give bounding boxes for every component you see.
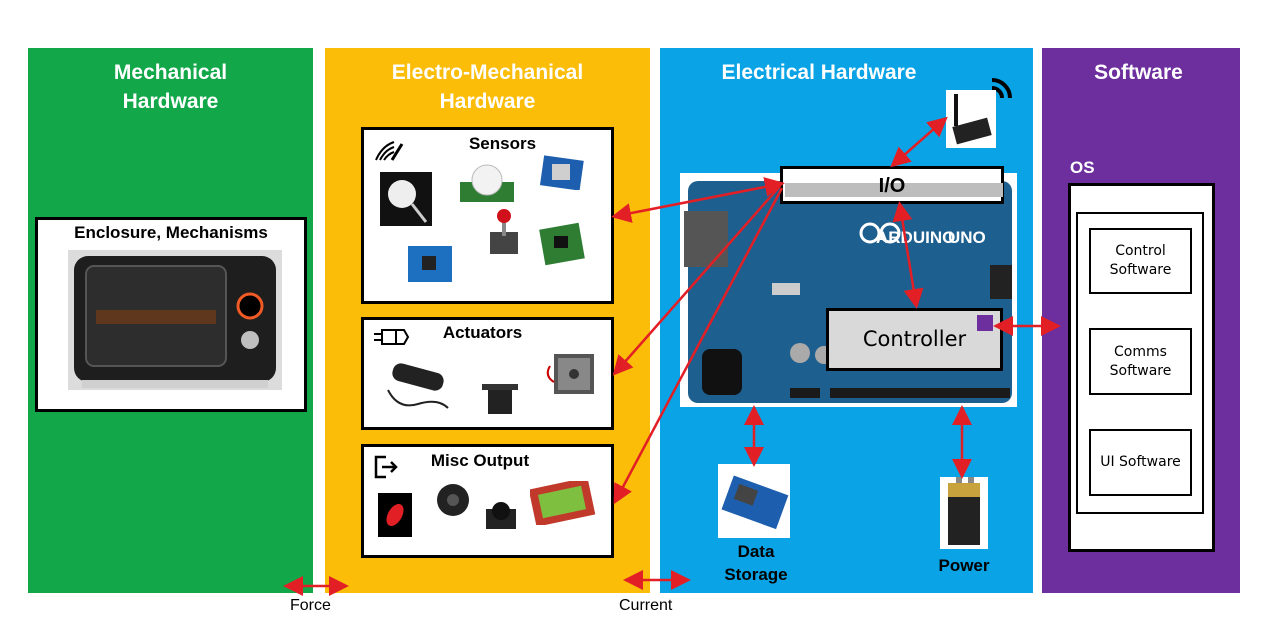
actuators-title: Actuators [442, 323, 523, 342]
arduino-model-text: UNO [948, 228, 986, 247]
gyro-module-image [539, 222, 585, 266]
enclosure-box: Enclosure, Mechanisms [35, 217, 307, 412]
power-label: Power [938, 556, 990, 575]
sensors-box: Sensors [361, 127, 614, 304]
plug-icon [374, 329, 410, 345]
data-storage-label: Data Storage [724, 542, 788, 584]
sd-card-module-image [718, 464, 790, 538]
arduino-brand-text: ARDUINO [876, 228, 955, 247]
control-software-box: Control Software [1089, 228, 1192, 294]
accelerometer-image [408, 246, 452, 282]
led-image [378, 493, 412, 537]
controller-label: Controller [862, 327, 967, 351]
dc-motor-image [387, 363, 449, 409]
output-icon [374, 455, 398, 479]
io-header-box: I/O [780, 166, 1004, 204]
io-label: I/O [878, 175, 906, 197]
force-label: Force [290, 597, 331, 614]
servo-image [482, 384, 518, 414]
sensors-title: Sensors [468, 134, 537, 153]
os-label: OS [1070, 158, 1095, 177]
current-label: Current [619, 597, 673, 614]
lcd-display-image [530, 481, 596, 525]
force-sensor-image [380, 172, 432, 226]
pir-sensor-image [460, 164, 514, 202]
sensor-wave-icon [375, 141, 404, 161]
gps-module-image [540, 155, 584, 190]
enclosure-title: Enclosure, Mechanisms [74, 223, 268, 242]
ui-software-box: UI Software [1089, 429, 1192, 496]
battery-image [940, 477, 988, 549]
io-pin-header [785, 183, 1003, 197]
joystick-image [490, 209, 518, 254]
speaker-image [437, 484, 469, 516]
arduino-board-image: ARDUINO UNO [680, 173, 1017, 407]
controller-box: Controller [826, 308, 1003, 371]
stepper-motor-image [546, 354, 594, 394]
comms-software-box: Comms Software [1089, 328, 1192, 395]
actuators-box: Actuators [361, 317, 614, 430]
mechanical-hardware-title: Mechanical Hardware [113, 61, 228, 113]
misc-output-box: Misc Output [361, 444, 614, 558]
controller-port-square [977, 315, 993, 331]
electro-mechanical-hardware-title: Electro-Mechanical Hardware [391, 61, 584, 113]
oven-image [68, 250, 282, 390]
software-title: Software [1094, 61, 1183, 84]
buzzer-image [486, 502, 516, 529]
misc-output-title: Misc Output [430, 451, 530, 470]
electrical-hardware-title: Electrical Hardware [721, 61, 917, 84]
wireless-module-image [946, 90, 996, 148]
